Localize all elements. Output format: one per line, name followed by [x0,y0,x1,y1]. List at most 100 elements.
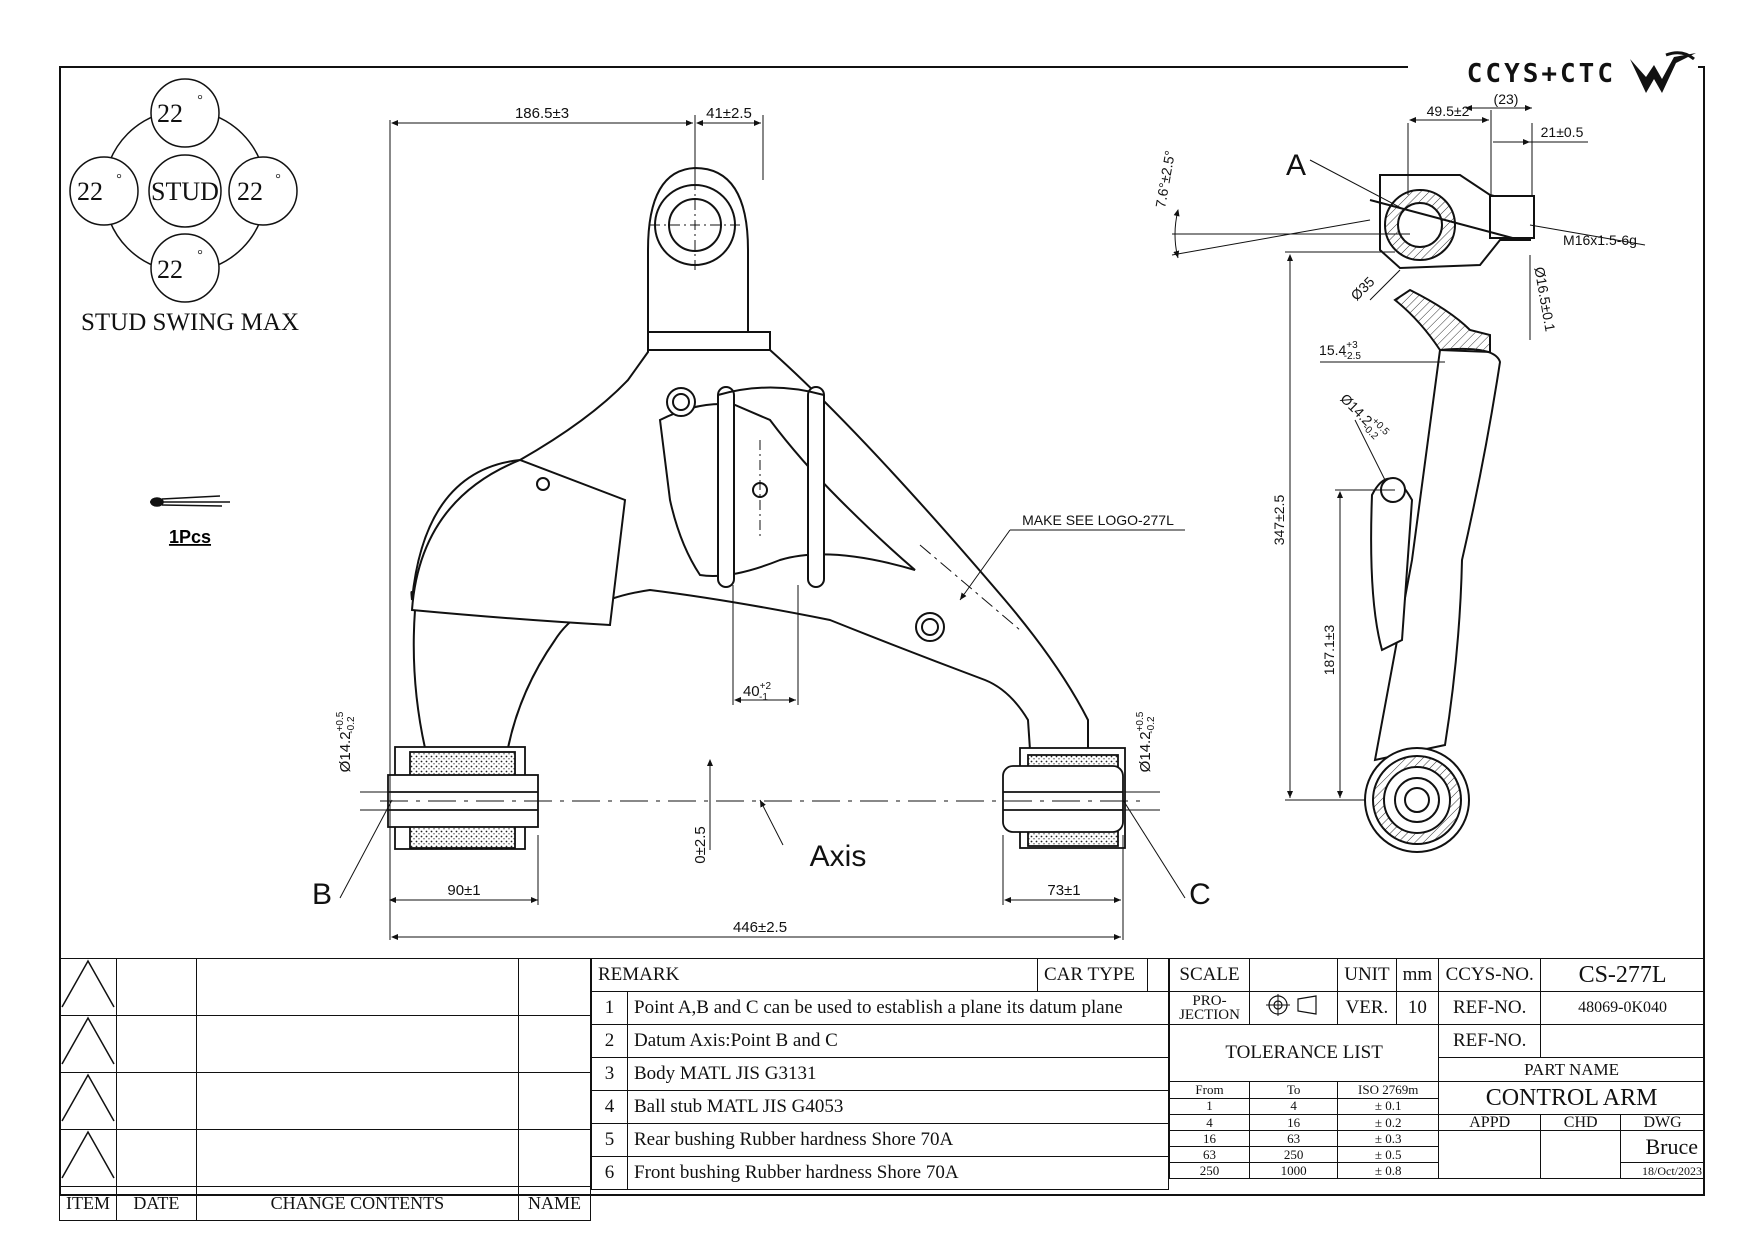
dim-23: (23) [1494,91,1519,107]
dim-49-5: 49.5±2 [1427,103,1470,119]
remark-text: Front bushing Rubber hardness Shore 70A [627,1156,1169,1190]
stud-center-circle [148,154,222,228]
col-name: NAME [518,1186,591,1221]
tol-value: ± 0.8 [1337,1162,1440,1179]
ref-no-label: REF-NO. [1438,991,1542,1025]
tol-to: 4 [1248,1097,1339,1115]
dim-16-5: Ø16.5±0.1 [1531,266,1558,333]
col-change-contents: CHANGE CONTENTS [195,1186,520,1221]
dim-bushing-left: Ø14.2+0.5-0.2 [335,711,357,772]
degree-mark: ° [197,93,203,108]
degree-mark: ° [197,248,203,263]
ccys-no-value: CS-277L [1540,958,1705,992]
tol-header-from: From [1169,1081,1250,1099]
dim-21: 21±0.5 [1541,124,1584,140]
dim-187-1: 187.1±3 [1321,625,1337,676]
ver-value: 10 [1395,991,1440,1025]
remark-text: Ball stub MATL JIS G4053 [627,1090,1169,1124]
dim-35: Ø35 [1347,273,1377,303]
revision-triangle-icon [59,1015,117,1073]
dim-bushing-left-base: Ø14.2 [337,731,354,772]
ccys-no-label: CCYS-NO. [1438,958,1542,992]
rear-bushing-left [387,746,539,850]
ref-no-value: 48069-0K040 [1540,991,1705,1025]
dim-186-5: 186.5±3 [515,105,569,122]
remark-number: 6 [591,1156,628,1190]
dwg-name: Bruce [1620,1130,1705,1163]
dim-bushing-right-base: Ø14.2 [1137,731,1154,772]
dim-40: 40+2-1 [743,681,772,703]
chd-value [1540,1130,1622,1179]
logo-emblem-icon [1630,51,1696,93]
cotter-pin-qty: 1Pcs [169,527,211,547]
ref-no2-label: REF-NO. [1438,1024,1542,1058]
dim-446: 446±2.5 [733,919,787,936]
remark-text: Body MATL JIS G3131 [627,1057,1169,1091]
remark-number: 3 [591,1057,628,1091]
car-type-value [1147,958,1169,992]
swing-angle-left: 22 [77,177,103,206]
dim-bushing-right: Ø14.2+0.5-0.2 [1135,711,1157,772]
scale-label: SCALE [1169,958,1250,992]
revision-triangle-icon [59,958,117,1016]
swing-top-circle [150,78,220,148]
control-arm-side-view [1369,174,1535,762]
dim-15-4-base: 15.4 [1319,342,1346,358]
dim-41: 41±2.5 [706,105,752,122]
front-bushing-right [1002,747,1126,849]
degree-mark: ° [116,172,122,187]
dim-side-bore: Ø14.2+0.5-0.2 [1335,389,1392,446]
remark-text: Datum Axis:Point B and C [627,1024,1169,1058]
tol-value: ± 0.3 [1337,1130,1440,1147]
company-logo: CCYS+CTC [1408,48,1698,100]
logo-note: MAKE SEE LOGO-277L [1022,512,1174,528]
swing-right-circle [228,156,298,226]
appd-value [1438,1130,1542,1179]
dim-90: 90±1 [447,882,480,899]
dim-bushing-left-plus: +0.5 [335,711,346,731]
dim-40-plus: +2 [760,681,772,692]
dwg-label: DWG [1620,1114,1705,1131]
swing-angle-right: 22 [237,177,263,206]
point-b-label: B [312,878,332,911]
part-name-label: PART NAME [1438,1057,1705,1082]
dim-15-4-minus: -2.5 [1344,351,1362,362]
tol-to: 1000 [1248,1162,1339,1179]
title-block: SCALE UNIT mm CCYS-NO. CS-277L PRO- JECT… [1168,958,1705,1179]
swing-angle-top: 22 [157,99,183,128]
unit-value: mm [1395,958,1440,992]
tol-value: ± 0.2 [1337,1114,1440,1131]
col-item: ITEM [59,1186,117,1221]
side-view-bushing [1364,747,1470,853]
tol-from: 1 [1169,1097,1250,1115]
dim-40-minus: -1 [759,692,768,703]
tol-to: 63 [1248,1130,1339,1147]
axis-label: Axis [810,840,867,873]
revision-table: ITEM DATE CHANGE CONTENTS NAME [59,958,591,1221]
tol-to: 16 [1248,1114,1339,1131]
tol-header-iso: ISO 2769m [1337,1081,1440,1099]
dim-347: 347±2.5 [1271,495,1287,546]
drawing-frame [59,66,1705,1196]
remark-number: 1 [591,991,628,1025]
dim-73: 73±1 [1047,882,1080,899]
logo-text: CCYS+CTC [1466,59,1616,89]
revision-triangle-icon [59,1129,117,1187]
swing-bottom-circle [150,233,220,303]
tol-value: ± 0.5 [1337,1146,1440,1163]
dim-m16: M16x1.5-6g [1563,232,1637,248]
revision-triangle-icon [59,1072,117,1130]
dim-0-2-5: 0±2.5 [692,826,709,863]
car-type-label: CAR TYPE [1037,958,1148,992]
unit-label: UNIT [1337,958,1397,992]
swing-angle-bottom: 22 [157,255,183,284]
remark-header: REMARK [591,958,1038,992]
remark-text: Rear bushing Rubber hardness Shore 70A [627,1123,1169,1157]
degree-mark: ° [275,172,281,187]
projection-symbol-icon [1248,991,1339,1025]
tol-from: 4 [1169,1114,1250,1131]
front-dimension-lines [339,115,1186,940]
scale-value [1248,958,1339,992]
